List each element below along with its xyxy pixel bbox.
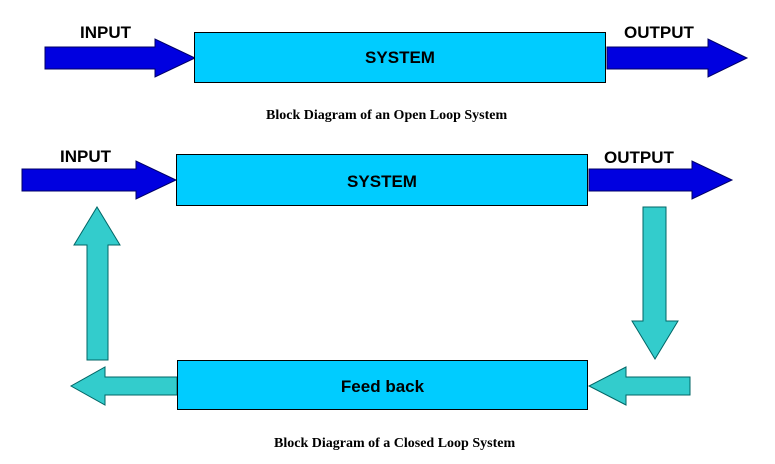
feedback-block: Feed back <box>177 360 588 410</box>
closed-loop-input-arrow <box>21 160 178 200</box>
open-loop-input-arrow <box>44 38 197 78</box>
open-loop-input-label: INPUT <box>80 23 131 42</box>
open-loop-system-label: SYSTEM <box>365 48 435 67</box>
open-loop-output-arrow <box>606 38 749 78</box>
feedback-label: Feed back <box>340 377 425 396</box>
open-loop-caption: Block Diagram of an Open Loop System <box>266 108 508 123</box>
closed-loop-output-label: OUTPUT <box>604 148 674 167</box>
feedback-into-block-arrow <box>587 366 691 406</box>
closed-loop-system-label: SYSTEM <box>347 172 417 191</box>
feedback-up-arrow <box>73 206 121 361</box>
feedback-down-arrow <box>631 206 679 360</box>
open-loop-output-label: OUTPUT <box>624 23 694 42</box>
feedback-out-of-block-arrow <box>69 366 178 406</box>
closed-loop-system-block: SYSTEM <box>176 154 588 206</box>
closed-loop-output-arrow <box>588 160 734 200</box>
closed-loop-caption: Block Diagram of a Closed Loop System <box>274 436 516 451</box>
closed-loop-input-label: INPUT <box>60 147 111 166</box>
open-loop-system-block: SYSTEM <box>194 32 606 83</box>
